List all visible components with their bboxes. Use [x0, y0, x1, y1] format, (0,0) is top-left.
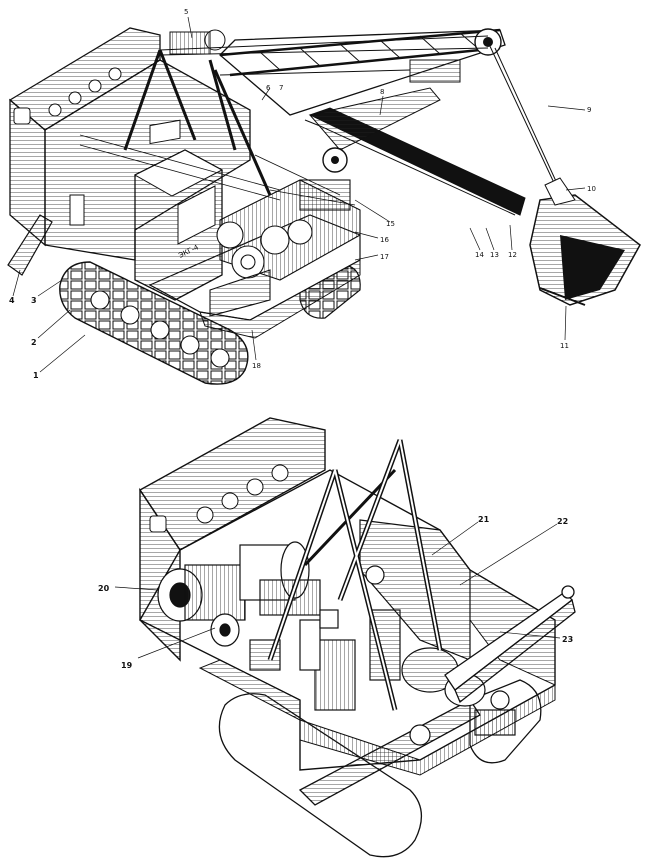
callout-3: 3 — [31, 296, 37, 305]
top-shovel-figure: ЭКГ-4 — [7, 27, 641, 385]
boom-stub — [444, 585, 576, 704]
a-frame — [123, 49, 272, 196]
bottom-leader-lines — [114, 521, 561, 659]
callout-5: 5 — [184, 8, 188, 16]
bottom-callout-labels: 19 20 21 22 23 — [98, 515, 573, 670]
callout-9: 9 — [587, 106, 591, 114]
machinery-deck — [209, 179, 361, 317]
boom — [169, 28, 506, 116]
handrails — [79, 134, 356, 206]
callout-20: 20 — [98, 584, 110, 593]
top-leader-lines — [12, 16, 586, 373]
house-door — [69, 194, 85, 226]
callout-22: 22 — [557, 517, 568, 526]
callout-23: 23 — [562, 635, 573, 644]
callout-18: 18 — [252, 362, 261, 370]
callout-19: 19 — [121, 661, 133, 670]
callout-6: 6 — [266, 84, 271, 92]
cutaway-logo-emblem — [149, 515, 167, 533]
callout-13: 13 — [490, 251, 499, 259]
callout-8: 8 — [380, 88, 384, 96]
callout-16: 16 — [380, 236, 389, 244]
logo-emblem — [13, 107, 31, 125]
callout-12: 12 — [508, 251, 517, 259]
counterweight-blade — [7, 214, 53, 276]
callout-15: 15 — [386, 220, 395, 228]
cutaway-roof — [138, 417, 326, 551]
callout-11: 11 — [560, 342, 569, 350]
callout-7: 7 — [279, 84, 283, 92]
callout-17: 17 — [380, 253, 389, 261]
operator-cab: ЭКГ-4 — [133, 119, 224, 301]
callout-4: 4 — [9, 296, 15, 305]
dipper-bucket — [529, 177, 641, 306]
callout-14: 14 — [475, 251, 484, 259]
callout-10: 10 — [587, 185, 596, 193]
callout-1: 1 — [33, 371, 39, 380]
bottom-cutaway-figure — [138, 417, 576, 858]
suspension-ropes — [159, 35, 561, 191]
callout-2: 2 — [31, 338, 37, 347]
cutaway-crawler — [218, 679, 542, 858]
callout-21: 21 — [478, 515, 490, 524]
dipper-stick — [304, 87, 526, 216]
motor-generator-set — [157, 541, 321, 671]
top-callout-labels: 1 2 3 4 5 6 7 8 9 10 11 12 13 14 15 16 1… — [9, 8, 596, 380]
